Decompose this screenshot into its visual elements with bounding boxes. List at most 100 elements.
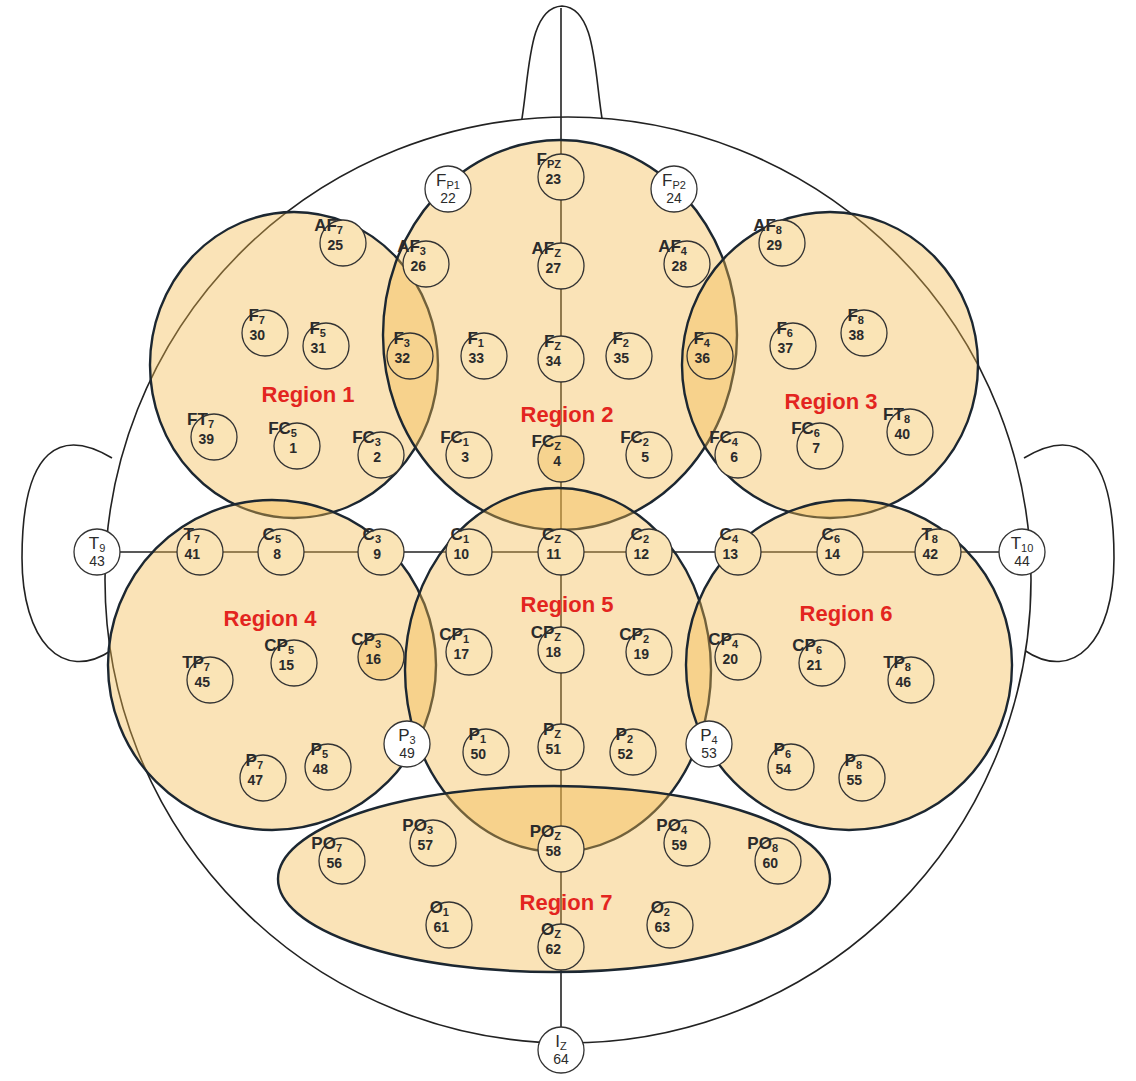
- electrode-letter: F: [847, 306, 857, 325]
- electrode-letter: P: [543, 720, 554, 739]
- electrode-letter: CP: [708, 630, 732, 649]
- electrode-name: C2: [631, 526, 649, 545]
- electrode-letter: P: [774, 740, 785, 759]
- electrode-site: FC13: [445, 431, 493, 479]
- channel-number: 28: [671, 259, 687, 274]
- channel-number: 4: [553, 454, 561, 469]
- electrode-site: T842: [914, 528, 962, 576]
- electrode-site: POZ58: [537, 825, 585, 873]
- channel-number: 24: [666, 191, 682, 206]
- electrode-letter: FC: [268, 419, 291, 438]
- electrode-name: F1: [467, 330, 484, 349]
- electrode-site: F133: [460, 332, 508, 380]
- electrode-subscript: 4: [681, 824, 687, 836]
- electrode-site: PO459: [663, 819, 711, 867]
- electrode-subscript: 8: [772, 842, 778, 854]
- electrode-site: F637: [769, 322, 817, 370]
- electrode-name: TP8: [883, 654, 911, 673]
- region-label: Region 6: [800, 602, 893, 626]
- electrode-site: CP420: [714, 633, 762, 681]
- electrode-name: CP4: [708, 631, 738, 650]
- electrode-subscript: 7: [208, 418, 214, 430]
- electrode-site: AF725: [319, 219, 367, 267]
- electrode-name: O2: [651, 899, 670, 918]
- electrode-letter: TP: [182, 653, 204, 672]
- electrode-site: TP846: [887, 656, 935, 704]
- electrode-letter: P: [246, 751, 257, 770]
- electrode-subscript: Z: [554, 533, 561, 545]
- electrode-site: F235: [605, 332, 653, 380]
- electrode-letter: P: [616, 725, 627, 744]
- channel-number: 59: [671, 838, 687, 853]
- electrode-letter: PO: [402, 816, 427, 835]
- electrode-letter: AF: [658, 237, 681, 256]
- electrode-site: FC25: [625, 431, 673, 479]
- region-label: Region 2: [521, 403, 614, 427]
- electrode-letter: FC: [352, 428, 375, 447]
- electrode-site: CP219: [625, 628, 673, 676]
- electrode-letter: CP: [792, 636, 816, 655]
- electrode-subscript: 2: [627, 733, 633, 745]
- electrode-name: F2: [612, 330, 629, 349]
- channel-number: 58: [545, 844, 561, 859]
- brain-region: Region 4C58C39CP515CP316T741TP745P747P54…: [108, 500, 436, 830]
- electrode-site: CP621: [798, 639, 846, 687]
- electrode-subscript: Z: [554, 728, 561, 740]
- electrode-site: IZ64: [537, 1026, 585, 1074]
- electrode-subscript: 1: [480, 733, 486, 745]
- electrode-name: CP3: [351, 631, 381, 650]
- electrode-subscript: 2: [643, 436, 649, 448]
- electrode-site: FCZ4: [537, 435, 585, 483]
- channel-number: 45: [194, 675, 210, 690]
- electrode-letter: C: [542, 525, 554, 544]
- electrode-subscript: 2: [664, 906, 670, 918]
- electrode-subscript: 3: [375, 436, 381, 448]
- electrode-name: TP7: [182, 654, 210, 673]
- electrode-subscript: 3: [375, 638, 381, 650]
- electrode-circle: [651, 166, 697, 212]
- electrode-letter: F: [693, 329, 703, 348]
- electrode-name: FP1: [436, 172, 460, 191]
- electrode-name: AF7: [314, 217, 343, 236]
- electrode-circle: [999, 529, 1045, 575]
- electrode-letter: O: [430, 898, 443, 917]
- electrode-letter: CP: [439, 625, 463, 644]
- electrode-name: F4: [693, 330, 710, 349]
- electrode-site: O161: [425, 901, 473, 949]
- electrode-name: F5: [309, 320, 326, 339]
- region-ellipse: [150, 212, 438, 518]
- electrode-site: F730: [241, 309, 289, 357]
- electrode-site: FT739: [190, 413, 238, 461]
- channel-number: 13: [722, 547, 738, 562]
- electrode-subscript: 2: [643, 633, 649, 645]
- electrode-letter: F: [393, 329, 403, 348]
- electrode-outline: [605, 332, 653, 380]
- electrode-letter: T: [89, 534, 99, 553]
- electrode-site: FC32: [357, 431, 405, 479]
- electrode-name: PO3: [402, 817, 433, 836]
- electrode-name: P6: [774, 741, 791, 760]
- electrode-letter: FC: [532, 432, 555, 451]
- electrode-name: P3: [398, 727, 415, 746]
- channel-number: 35: [613, 351, 629, 366]
- electrode-outline: [176, 528, 224, 576]
- electrode-outline: [686, 332, 734, 380]
- electrode-subscript: PZ: [547, 158, 561, 170]
- electrode-site: C614: [816, 528, 864, 576]
- electrode-name: CP2: [619, 626, 649, 645]
- region-label: Region 3: [785, 390, 878, 414]
- electrode-site: FP224: [650, 165, 698, 213]
- channel-number: 47: [247, 773, 263, 788]
- electrode-site: PO357: [409, 819, 457, 867]
- region-ellipse: [682, 212, 978, 518]
- electrode-name: CPZ: [531, 624, 561, 643]
- electrode-site: CZ11: [537, 528, 585, 576]
- electrode-letter: FT: [187, 410, 208, 429]
- electrode-letter: AF: [753, 216, 776, 235]
- electrode-letter: PO: [656, 816, 681, 835]
- electrode-name: C3: [363, 526, 381, 545]
- electrode-letter: T: [921, 525, 931, 544]
- region-label: Region 4: [224, 607, 317, 631]
- electrode-site: C39: [357, 528, 405, 576]
- electrode-name: FC4: [709, 429, 738, 448]
